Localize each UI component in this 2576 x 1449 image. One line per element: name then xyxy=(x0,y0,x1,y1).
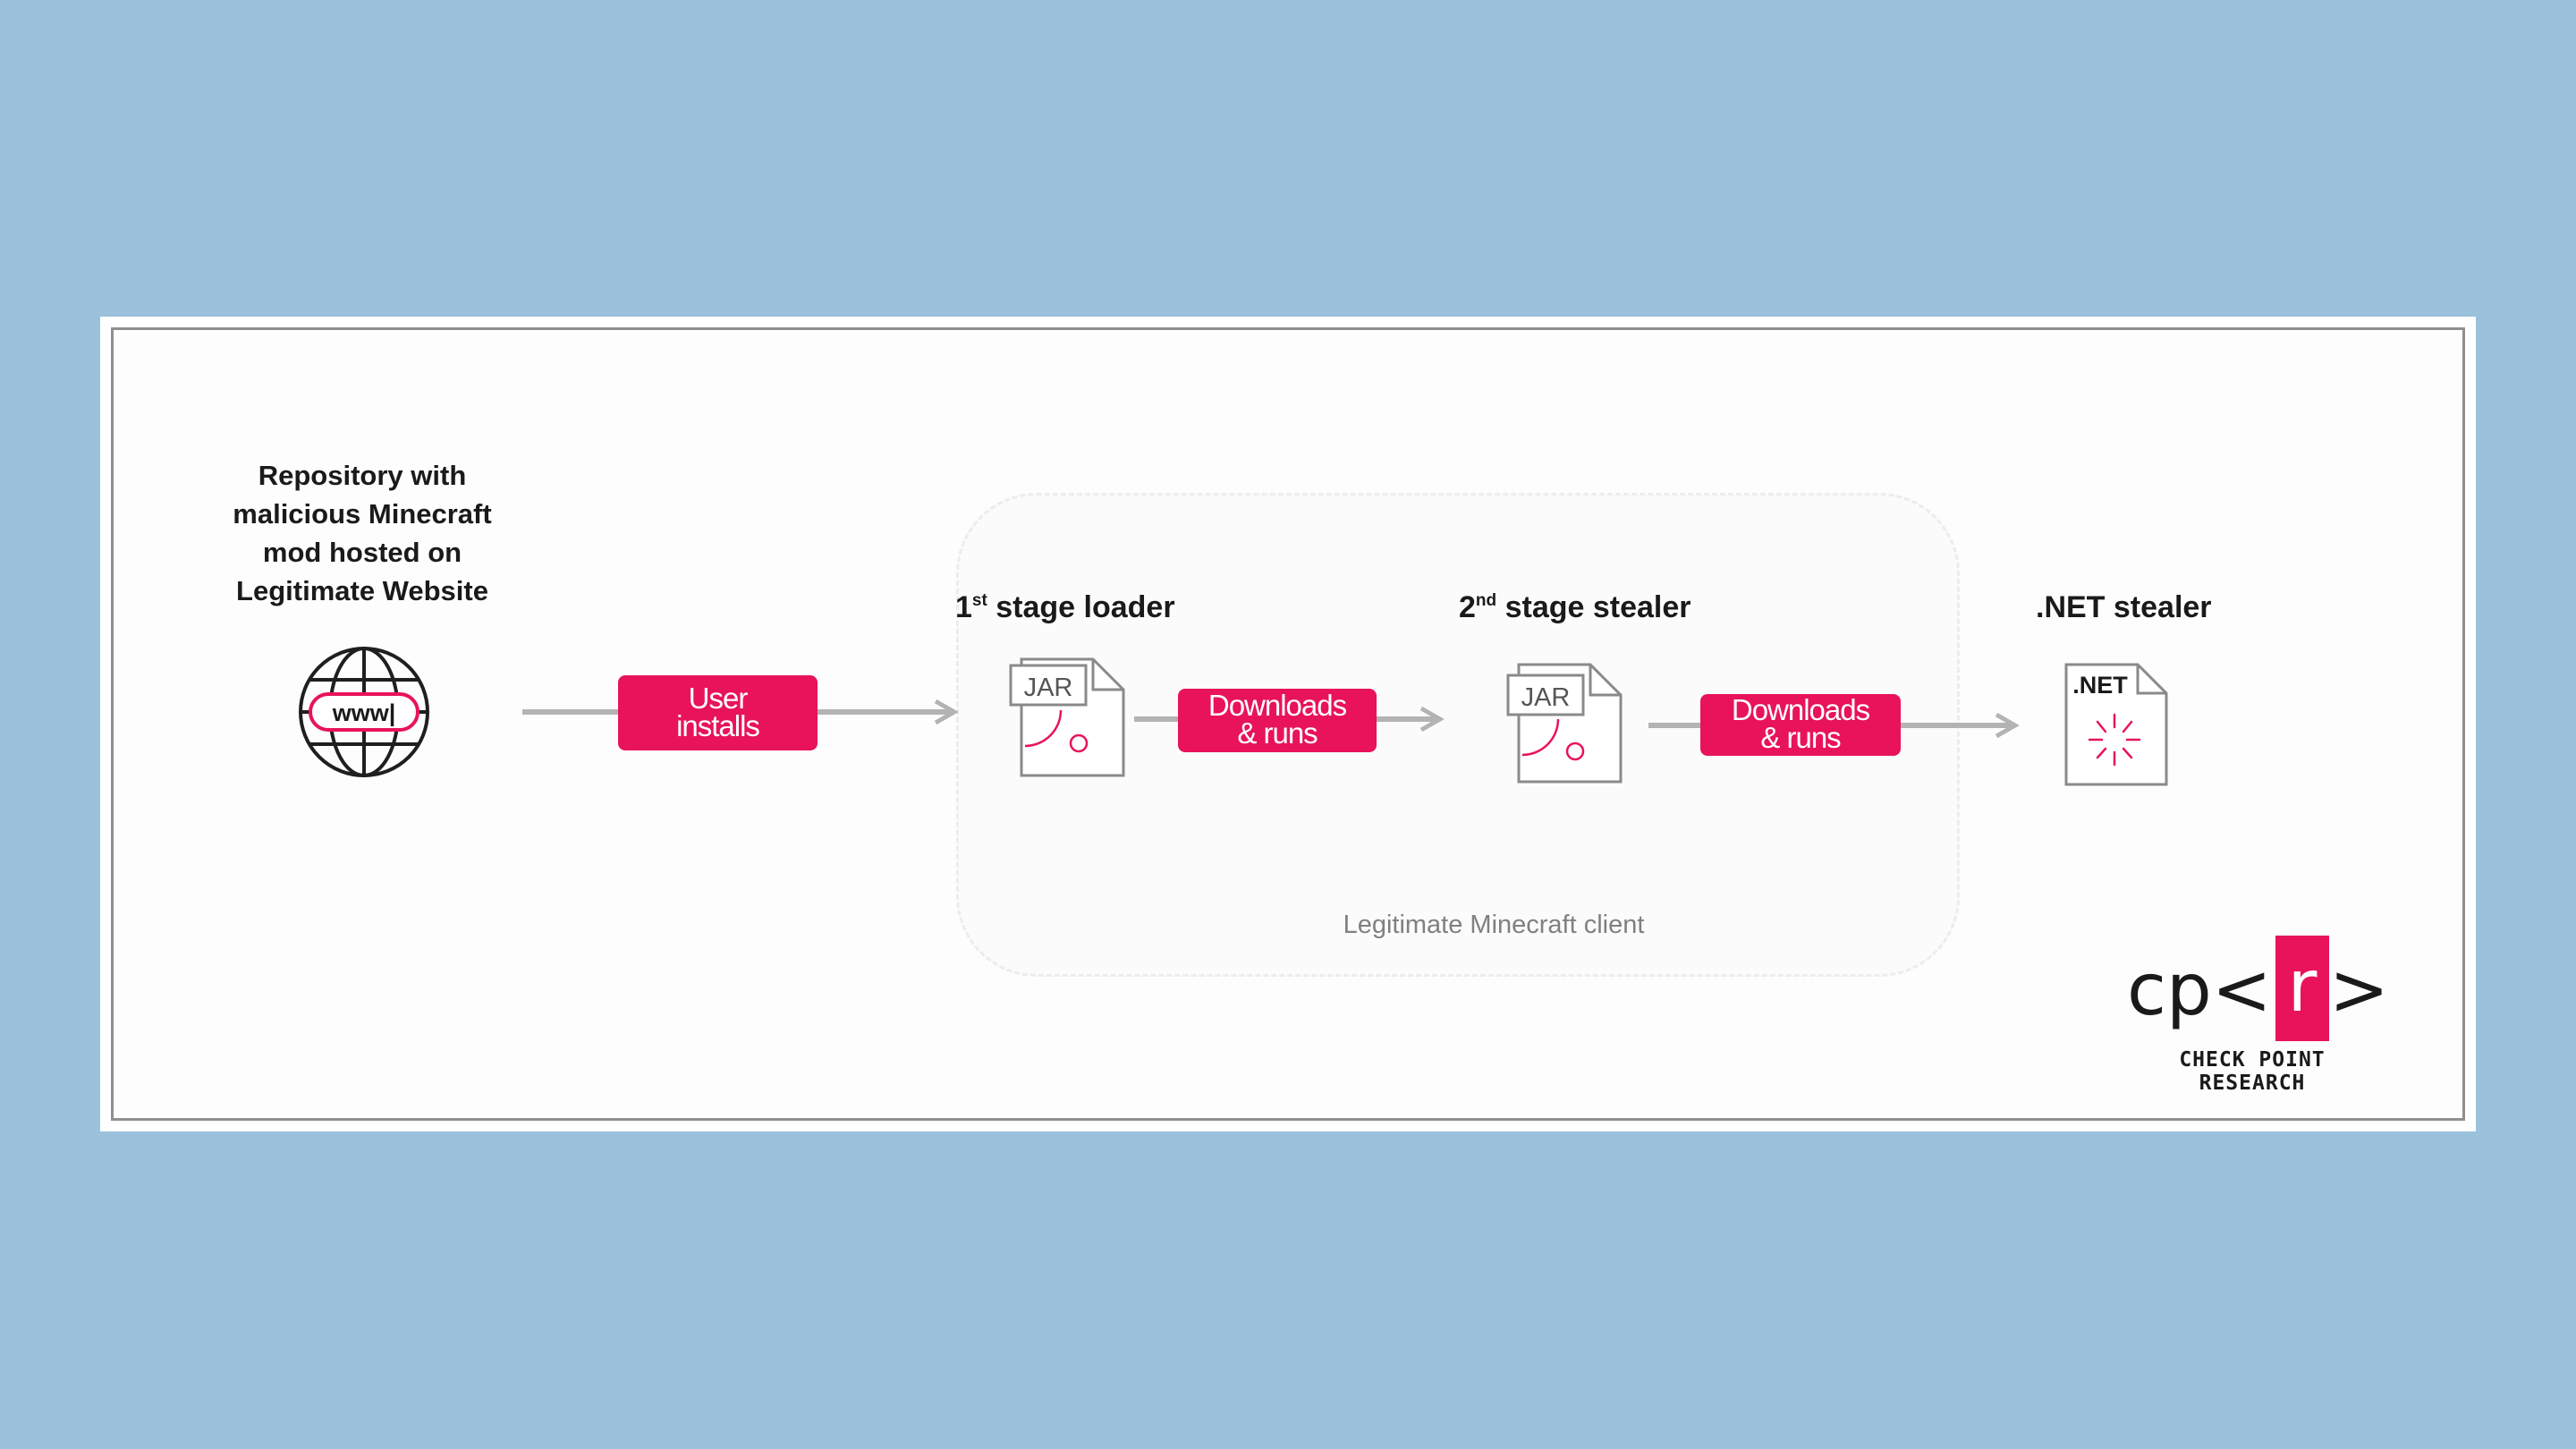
jar-file-icon xyxy=(1009,657,1125,777)
svg-text:cp<: cp< xyxy=(2127,948,2272,1031)
jar-file-label: JAR xyxy=(1521,683,1571,712)
globe-icon xyxy=(299,647,429,777)
svg-text:>: > xyxy=(2329,948,2389,1031)
stage2-label: 2nd stage stealer xyxy=(1459,590,1691,624)
repository-label: Repository with malicious Minecraft mod … xyxy=(179,456,546,610)
repository-label-line: malicious Minecraft xyxy=(233,498,492,530)
svg-text:r: r xyxy=(2288,945,2318,1028)
repository-label-line: Legitimate Website xyxy=(236,575,488,606)
check-point-research-subtitle: CHECK POINT RESEARCH xyxy=(2179,1048,2326,1095)
repository-label-line: mod hosted on xyxy=(262,537,462,568)
downloads-runs-label: Downloads & runs xyxy=(1700,694,1901,756)
downloads-runs-label: Downloads & runs xyxy=(1178,689,1377,752)
net-file-label: .NET xyxy=(2072,672,2128,699)
jar-file-icon xyxy=(1506,663,1623,784)
www-text: www| xyxy=(332,699,396,726)
minecraft-client-label: Legitimate Minecraft client xyxy=(1343,911,1645,939)
jar-file-label: JAR xyxy=(1024,674,1073,702)
user-installs-label: User installs xyxy=(618,675,818,750)
stage1-label: 1st stage loader xyxy=(955,590,1175,624)
check-point-logo: cp< r > xyxy=(2127,936,2389,1041)
net-file-icon xyxy=(2064,663,2168,786)
stage3-label: .NET stealer xyxy=(2036,590,2212,624)
repository-label-line: Repository with xyxy=(258,460,467,491)
